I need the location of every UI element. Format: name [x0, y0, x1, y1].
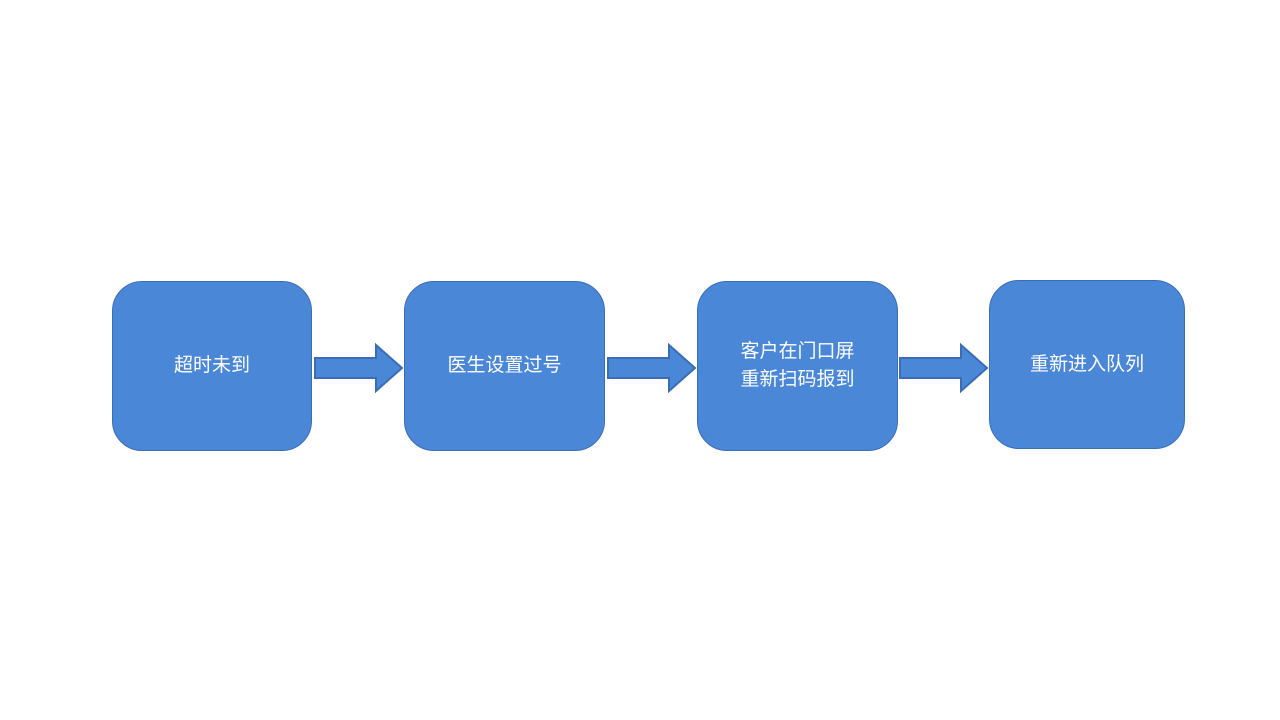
right-arrow-connector-2 [607, 342, 697, 394]
flow-step-rejoin-queue: 重新进入队列 [989, 280, 1185, 449]
right-arrow-icon [607, 342, 697, 394]
right-arrow-icon [899, 342, 989, 394]
right-arrow-connector-3 [899, 342, 989, 394]
step-label-rescan-checkin-at-door-screen: 客户在门口屏 重新扫码报到 [740, 341, 855, 390]
flow-step-rescan-checkin-at-door-screen: 客户在门口屏 重新扫码报到 [697, 281, 898, 451]
step-label-rejoin-queue: 重新进入队列 [1029, 353, 1144, 375]
flow-step-doctor-sets-passed-number: 医生设置过号 [404, 281, 605, 451]
right-arrow-connector-1 [314, 342, 404, 394]
flow-step-timeout-not-arrived: 超时未到 [112, 281, 312, 451]
right-arrow-icon [314, 342, 404, 394]
step-label-timeout-not-arrived: 超时未到 [173, 355, 250, 376]
step-label-doctor-sets-passed-number: 医生设置过号 [447, 355, 562, 376]
